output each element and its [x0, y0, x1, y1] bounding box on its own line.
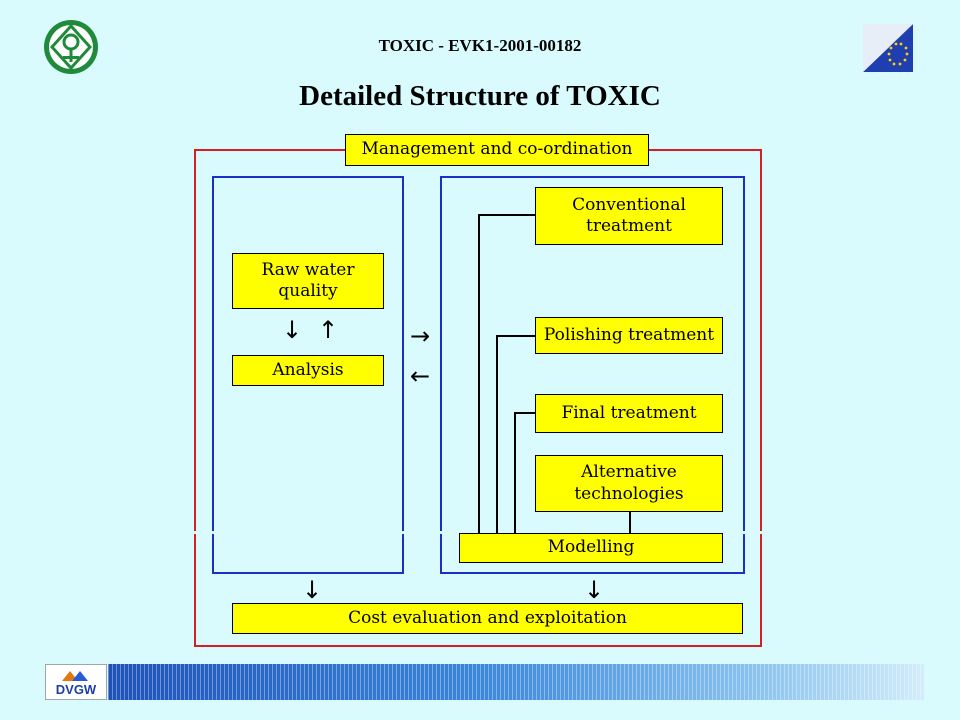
cost-evaluation-box: Cost evaluation and exploitation	[232, 603, 743, 634]
dvgw-logo-text: DVGW	[55, 682, 97, 697]
final-treatment-box: Final treatment	[535, 394, 723, 433]
raw-water-box: Raw water quality	[232, 253, 384, 309]
connector-line	[629, 511, 631, 534]
left-panel	[212, 176, 404, 574]
arrow-down-icon: ↓	[584, 576, 605, 604]
connector-line	[478, 214, 480, 534]
org-emblem-icon	[42, 18, 100, 76]
analysis-box: Analysis	[232, 355, 384, 386]
modelling-box: Modelling	[459, 533, 723, 563]
arrow-down-icon: ↓	[302, 576, 323, 604]
connector-line	[478, 214, 536, 216]
alternative-technologies-box: Alternative technologies	[535, 455, 723, 512]
conventional-treatment-box: Conventional treatment	[535, 187, 723, 245]
connector-line	[496, 335, 536, 337]
arrow-right-icon: →	[410, 322, 431, 350]
management-box: Management and co-ordination	[345, 134, 649, 166]
project-code: TOXIC - EVK1-2001-00182	[378, 36, 582, 55]
page-title: Detailed Structure of TOXIC	[299, 80, 661, 112]
connector-line	[514, 412, 516, 534]
eu-flag-icon	[863, 24, 913, 72]
connector-line	[496, 335, 498, 534]
dvgw-logo-icon: DVGW	[45, 664, 107, 700]
arrow-down-icon: ↓	[282, 316, 303, 344]
connector-line	[514, 412, 536, 414]
footer-stripe-bar	[108, 664, 924, 700]
arrow-left-icon: ←	[410, 362, 431, 390]
arrow-up-icon: ↑	[318, 316, 339, 344]
polishing-treatment-box: Polishing treatment	[535, 317, 723, 354]
right-panel	[440, 176, 745, 574]
